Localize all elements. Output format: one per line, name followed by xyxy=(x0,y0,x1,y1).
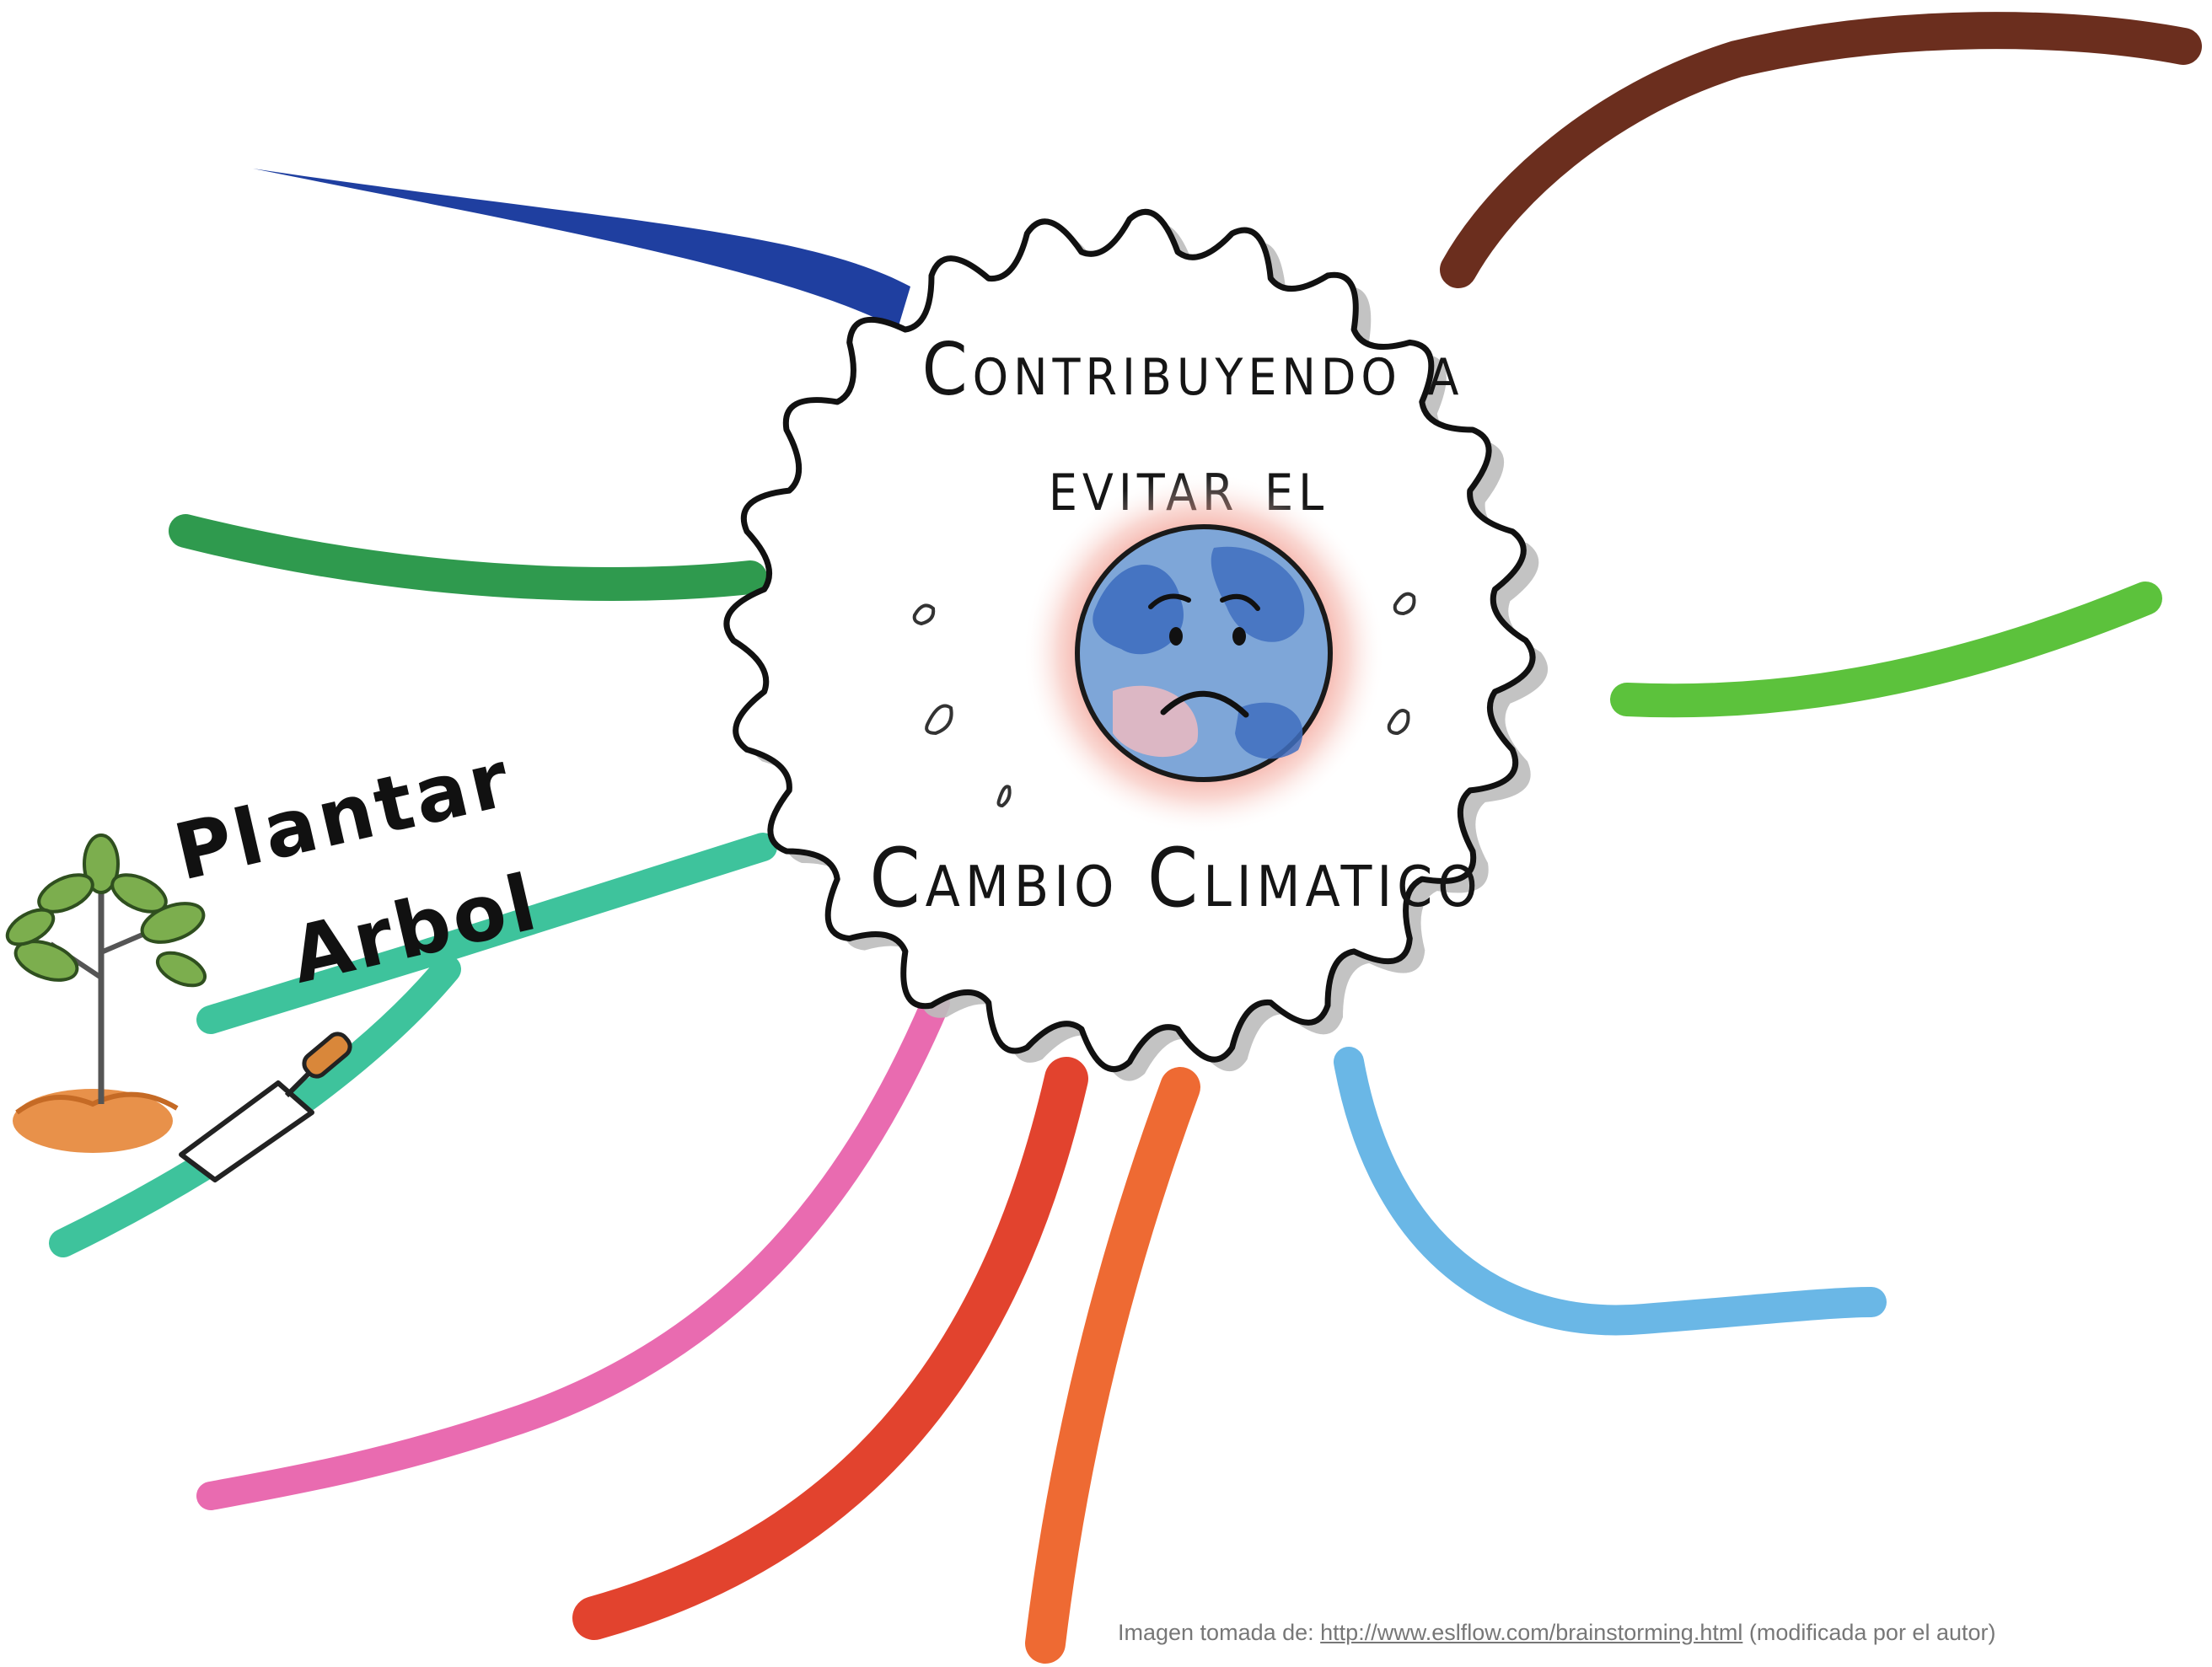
branches xyxy=(49,12,2202,1664)
branch-pink xyxy=(196,989,950,1510)
credit-link[interactable]: http://www.eslflow.com/brainstorming.htm… xyxy=(1320,1620,1743,1645)
title-line-3: Cambio Climatico xyxy=(869,831,1482,925)
branch-brown xyxy=(1440,12,2202,288)
branch-navy xyxy=(253,169,910,329)
trowel-icon xyxy=(179,1032,352,1182)
branch-orange xyxy=(1025,1067,1200,1664)
credit-prefix: Imagen tomada de: xyxy=(1118,1620,1321,1645)
credit-suffix: (modificada por el autor) xyxy=(1742,1620,1996,1645)
image-credit: Imagen tomada de: http://www.eslflow.com… xyxy=(1118,1620,1995,1646)
branch-lime xyxy=(1610,582,2162,718)
branch-label-plantar-arbol: Plantar Arbol xyxy=(167,733,548,1001)
sapling-icon xyxy=(5,834,207,1153)
branch-green xyxy=(169,514,767,601)
sweat-drop-icon xyxy=(912,592,1416,808)
sad-earth-icon xyxy=(1023,472,1385,834)
branch-lightblue xyxy=(1334,1047,1887,1336)
title-line-1: Contribuyendo a xyxy=(922,328,1464,412)
branch-red xyxy=(572,1057,1088,1640)
branch-label-line-2: Arbol xyxy=(283,857,548,1001)
